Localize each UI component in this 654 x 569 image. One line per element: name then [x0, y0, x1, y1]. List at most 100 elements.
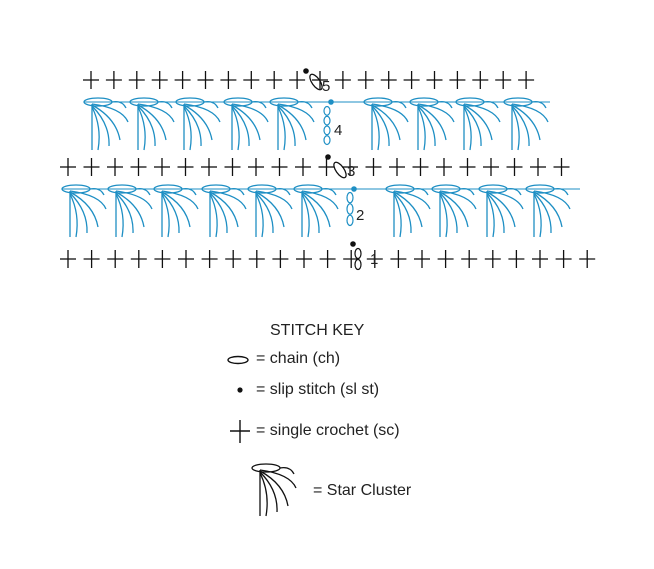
- key-slip-stitch-label: = slip stitch (sl st): [256, 381, 380, 398]
- single-crochet-stitch: [154, 250, 171, 268]
- single-crochet-stitch: [495, 71, 512, 89]
- key-single-crochet-label: = single crochet (sc): [256, 422, 400, 439]
- turning-chain-row-1: [354, 247, 362, 271]
- star-cluster-stitch: [409, 97, 455, 151]
- star-cluster-stitch: [175, 97, 221, 151]
- star-cluster-stitch: [223, 97, 269, 151]
- single-crochet-stitch: [553, 158, 570, 176]
- row-number-5: 5: [322, 78, 330, 95]
- slip-stitch-row-4: [328, 99, 334, 105]
- star-cluster-stitch: [107, 184, 153, 238]
- single-crochet-stitch: [389, 158, 405, 176]
- slip-stitch-row-1: [350, 241, 356, 247]
- single-crochet-stitch: [243, 71, 260, 89]
- star-cluster-stitch: [385, 184, 431, 238]
- sc-row-1: [60, 250, 596, 268]
- star-cluster-stitch: [61, 184, 107, 238]
- single-crochet-stitch: [83, 71, 99, 89]
- row-number-1: 1: [370, 251, 378, 268]
- single-crochet-stitch: [178, 250, 194, 268]
- single-crochet-stitch: [483, 158, 499, 176]
- single-crochet-stitch: [248, 158, 264, 176]
- star-cluster-stitch: [431, 184, 477, 238]
- single-crochet-stitch: [60, 250, 76, 268]
- slip-stitch-row-5: [303, 68, 309, 74]
- star-cluster-icon: [251, 463, 297, 517]
- turning-chain-row-4: [323, 105, 331, 146]
- single-crochet-stitch: [412, 158, 429, 176]
- row-number-2: 2: [356, 207, 364, 224]
- single-crochet-stitch: [271, 158, 288, 176]
- single-crochet-stitch: [436, 158, 452, 176]
- single-crochet-stitch: [177, 158, 194, 176]
- sc-row-3: [60, 158, 570, 176]
- star-cluster-stitch: [129, 97, 175, 151]
- row-number-4: 4: [334, 122, 342, 139]
- single-crochet-stitch: [426, 71, 443, 89]
- single-crochet-stitch: [518, 71, 535, 89]
- single-crochet-stitch: [130, 158, 147, 176]
- star-cluster-stitch: [83, 97, 129, 151]
- single-crochet-stitch: [295, 158, 311, 176]
- single-crochet-stitch: [319, 250, 336, 268]
- star-cluster-stitch: [153, 184, 199, 238]
- single-crochet-stitch: [225, 250, 242, 268]
- single-crochet-stitch: [318, 158, 335, 176]
- single-crochet-stitch: [296, 250, 312, 268]
- single-crochet-stitch: [365, 158, 382, 176]
- single-crochet-stitch: [83, 250, 100, 268]
- slip-stitch-row-2: [351, 186, 357, 192]
- single-crochet-stitch: [403, 71, 420, 89]
- single-crochet-stitch: [105, 71, 122, 89]
- single-crochet-stitch: [83, 158, 100, 176]
- single-crochet-stitch: [174, 71, 191, 89]
- chain-icon: [227, 355, 249, 365]
- single-crochet-stitch: [128, 71, 145, 89]
- single-crochet-stitch: [197, 71, 214, 89]
- single-crochet-stitch: [508, 250, 525, 268]
- row-number-3: 3: [347, 163, 355, 180]
- single-crochet-icon: [230, 420, 250, 443]
- single-crochet-stitch: [289, 71, 306, 89]
- single-crochet-stitch: [220, 71, 237, 89]
- single-crochet-stitch: [555, 250, 572, 268]
- single-crochet-stitch: [532, 250, 548, 268]
- star-cluster-stitch: [269, 97, 315, 151]
- star-cluster-stitch: [525, 184, 571, 238]
- single-crochet-stitch: [579, 250, 596, 268]
- chain-row-3: [333, 161, 347, 179]
- single-crochet-stitch: [342, 158, 358, 176]
- single-crochet-stitch: [151, 71, 168, 89]
- single-crochet-stitch: [484, 250, 501, 268]
- single-crochet-stitch: [107, 158, 123, 176]
- single-crochet-stitch: [201, 250, 218, 268]
- single-crochet-stitch: [343, 250, 360, 268]
- single-crochet-stitch: [414, 250, 430, 268]
- single-crochet-stitch: [472, 71, 489, 89]
- key-star-cluster-label: = Star Cluster: [313, 482, 412, 499]
- single-crochet-stitch: [272, 250, 289, 268]
- star-cluster-stitch: [478, 184, 524, 238]
- single-crochet-stitch: [449, 71, 466, 89]
- single-crochet-stitch: [107, 250, 124, 268]
- single-crochet-stitch: [60, 158, 76, 176]
- single-crochet-stitch: [154, 158, 170, 176]
- slip-stitch-icon: [237, 387, 243, 393]
- star-cluster-stitch: [503, 97, 549, 151]
- single-crochet-stitch: [130, 250, 147, 268]
- slip-stitch-row-3: [325, 154, 331, 160]
- single-crochet-stitch: [530, 158, 546, 176]
- star-cluster-stitch: [293, 184, 339, 238]
- stitch-key-title: STITCH KEY: [270, 322, 365, 339]
- single-crochet-stitch: [366, 250, 383, 268]
- single-crochet-stitch: [390, 250, 407, 268]
- star-cluster-stitch: [247, 184, 293, 238]
- single-crochet-stitch: [357, 71, 374, 89]
- chain-row-5: [309, 73, 323, 91]
- star-cluster-key-stitch: [251, 463, 297, 517]
- single-crochet-stitch: [506, 158, 523, 176]
- star-cluster-stitch: [363, 97, 409, 151]
- single-crochet-stitch: [248, 250, 265, 268]
- single-crochet-stitch: [201, 158, 217, 176]
